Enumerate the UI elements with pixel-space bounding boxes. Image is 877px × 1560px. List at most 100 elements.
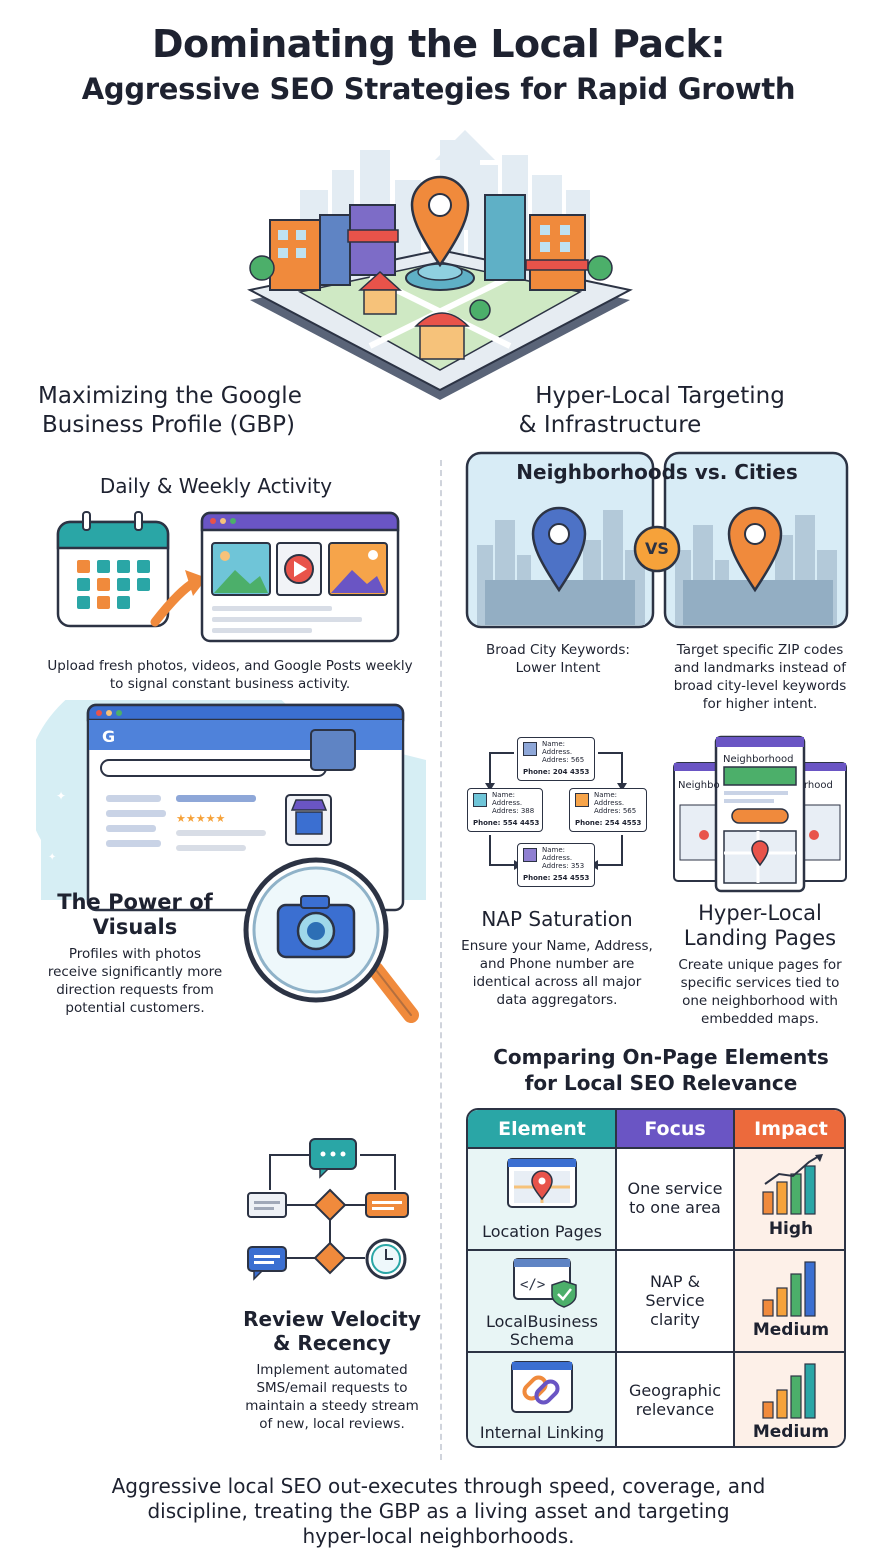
row3-impact-bar-4 — [804, 1363, 816, 1419]
gbp-heading-line1: Maximizing the Google — [38, 383, 302, 409]
landing-page-title-right: rhood — [804, 780, 833, 791]
review-automation-flow-illustration — [247, 1138, 409, 1281]
nap-address: Address. — [594, 799, 625, 807]
nap-card-right: Name: Address. Addres: 565 Phone: 254 45… — [569, 788, 647, 832]
landing-desc-line2: specific services tied to — [680, 975, 840, 991]
code-schema-icon: </> — [513, 1258, 577, 1308]
nap-address2: Addres: 565 — [594, 807, 637, 815]
row3-impact-bar-1 — [762, 1401, 774, 1419]
divider — [733, 1110, 735, 1446]
landing-desc-line1: Create unique pages for — [678, 957, 842, 973]
row3-impact-bar-2 — [776, 1389, 788, 1419]
comparison-title-line2: for Local SEO Relevance — [524, 1071, 798, 1095]
neighborhoods-vs-cities-panel — [465, 451, 849, 629]
comparison-title-line1: Comparing On-Page Elements — [493, 1045, 829, 1069]
city-map-illustration — [247, 130, 633, 400]
review-title-line1: Review Velocity — [243, 1307, 421, 1331]
main-title: Dominating the Local Pack: — [151, 22, 726, 66]
review-desc-line3: maintain a steedy stream — [245, 1398, 419, 1414]
person-icon — [473, 793, 487, 807]
row2-impact-bar-1 — [762, 1299, 774, 1317]
nap-card-bottom: Name: Address. Addres: 353 Phone: 254 45… — [517, 843, 595, 887]
gbp-search-illustration: G ★★★★★ ✦✦ — [36, 700, 426, 1023]
header-element: Element — [468, 1110, 616, 1148]
row1-impact-bar-2 — [776, 1181, 788, 1215]
svg-text:</>: </> — [520, 1277, 545, 1293]
visuals-desc-line2: receive significantly more — [47, 964, 223, 980]
person-icon — [523, 742, 537, 756]
nvc-right-caption-line4: for higher intent. — [702, 696, 818, 712]
nap-phone: Phone: 204 4353 — [523, 768, 590, 776]
review-desc-line2: SMS/email requests to — [256, 1380, 408, 1396]
nvc-right-caption-line1: Target specific ZIP codes — [676, 642, 844, 658]
row2-impact: Medium — [752, 1320, 830, 1340]
row1-focus-line1: One service — [627, 1179, 723, 1198]
visuals-title-line1: The Power of — [57, 890, 213, 914]
nap-address: Address. — [492, 799, 523, 807]
nap-name: Name: — [594, 791, 618, 799]
row3-focus-line1: Geographic — [628, 1381, 722, 1400]
divider — [468, 1249, 844, 1251]
row2-impact-bar-2 — [776, 1287, 788, 1317]
nvc-left-caption-line2: Lower Intent — [515, 660, 601, 676]
targeting-heading-line2: & Infrastructure — [518, 412, 702, 438]
column-divider — [440, 460, 442, 1460]
nap-address2: Addres: 353 — [542, 862, 585, 870]
nap-title: NAP Saturation — [481, 907, 633, 931]
nap-phone: Phone: 254 4553 — [523, 874, 590, 882]
row1-impact-bar-4 — [804, 1165, 816, 1215]
nap-phone: Phone: 254 4553 — [575, 819, 642, 827]
review-desc-line4: of new, local reviews. — [259, 1416, 405, 1432]
row3-focus-line2: relevance — [635, 1400, 715, 1419]
nap-name: Name: — [542, 740, 566, 748]
row2-impact-bar-chart — [762, 1261, 816, 1317]
nvc-title: Neighborhoods vs. Cities — [516, 460, 798, 484]
calendar-to-media-illustration — [56, 511, 400, 643]
person-icon — [523, 848, 537, 862]
row3-impact-bar-3 — [790, 1375, 802, 1419]
row2-focus-line2: Service — [645, 1291, 705, 1310]
footer-summary: Aggressive local SEO out-executes throug… — [60, 1474, 817, 1549]
nvc-left-caption-line1: Broad City Keywords: — [486, 642, 630, 658]
nap-address: Address. — [542, 748, 573, 756]
row3-impact: Medium — [752, 1422, 830, 1442]
row1-impact-bar-chart — [762, 1154, 823, 1215]
row3-impact-bar-chart — [762, 1363, 816, 1419]
nap-desc-line4: data aggregators. — [496, 992, 618, 1008]
svg-text:✦: ✦ — [56, 789, 66, 803]
gbp-heading-line2: Business Profile (GBP) — [42, 412, 295, 438]
row2-impact-bar-3 — [790, 1273, 802, 1317]
row1-focus-line2: to one area — [629, 1198, 721, 1217]
row2-focus-line1: NAP & — [649, 1272, 701, 1291]
row3-element: Internal Linking — [479, 1423, 605, 1442]
svg-text:✦: ✦ — [48, 852, 56, 863]
visuals-desc-line4: potential customers. — [65, 1000, 205, 1016]
nap-desc-line3: identical across all major — [472, 974, 642, 990]
nap-address2: Addres: 565 — [542, 756, 585, 764]
header-impact: Impact — [734, 1110, 844, 1148]
nap-desc-line2: and Phone number are — [479, 956, 635, 972]
comparison-table: Element Focus Impact Location Pages One … — [466, 1108, 846, 1448]
visuals-desc-line3: direction requests from — [56, 982, 214, 998]
nvc-right-caption-line3: broad city-level keywords — [673, 678, 847, 694]
landing-page-title-center: Neighborhood — [723, 754, 794, 765]
row2-element-line2: Schema — [509, 1330, 575, 1349]
daily-weekly-desc-line2: to signal constant business activity. — [109, 676, 351, 692]
landing-page-title-left: Neighbo — [678, 780, 720, 791]
landing-desc-line4: embedded maps. — [701, 1011, 819, 1027]
divider — [468, 1351, 844, 1353]
landing-title-line2: Landing Pages — [683, 926, 837, 950]
nvc-right-caption-line2: and landmarks instead of — [673, 660, 847, 676]
main-subtitle: Aggressive SEO Strategies for Rapid Grow… — [81, 72, 796, 106]
row1-element: Location Pages — [482, 1222, 602, 1241]
nap-desc-line1: Ensure your Name, Address, — [461, 938, 653, 954]
nap-address: Address. — [542, 854, 573, 862]
nap-cycle-arrows — [485, 752, 627, 870]
landing-desc-line3: one neighborhood with — [682, 993, 838, 1009]
footer-line1: Aggressive local SEO out-executes throug… — [111, 1474, 766, 1498]
location-page-icon — [507, 1158, 577, 1208]
targeting-heading-line1: Hyper-Local Targeting — [535, 383, 785, 409]
daily-weekly-title: Daily & Weekly Activity — [99, 474, 333, 498]
review-desc-line1: Implement automated — [256, 1362, 408, 1378]
visuals-desc-line1: Profiles with photos — [68, 946, 202, 962]
